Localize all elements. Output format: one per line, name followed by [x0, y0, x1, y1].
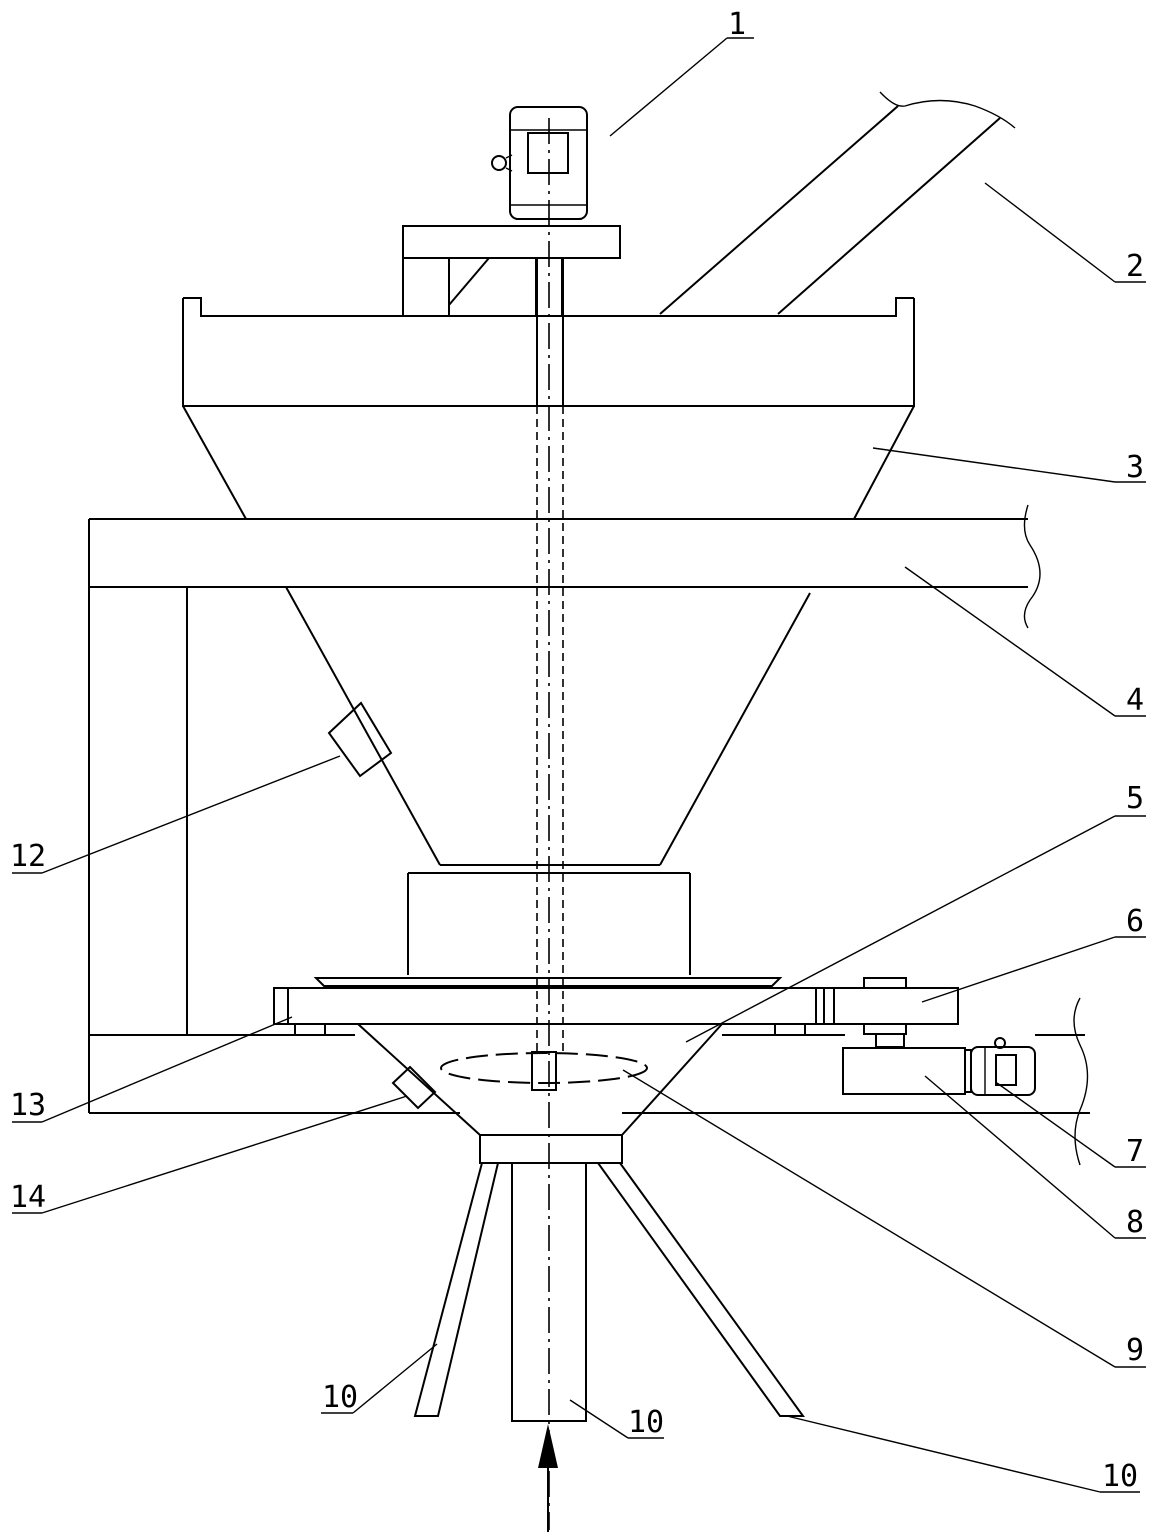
- label-1: 1: [728, 7, 746, 42]
- label-6: 6: [1126, 904, 1144, 939]
- label-12: 12: [10, 839, 46, 874]
- lower-hopper: [285, 586, 811, 975]
- label-7: 7: [1126, 1134, 1144, 1169]
- label-3: 3: [1126, 450, 1144, 485]
- label-2: 2: [1126, 249, 1144, 284]
- inlet-arrow: [538, 1424, 558, 1532]
- feed-chute: [659, 91, 1016, 315]
- label-10-right: 10: [1102, 1459, 1138, 1494]
- leader-lines: [12, 37, 1146, 1493]
- label-9: 9: [1126, 1333, 1144, 1368]
- label-14: 14: [10, 1180, 46, 1215]
- label-4: 4: [1126, 683, 1144, 718]
- motor-bracket: [402, 225, 621, 316]
- discharge-funnel: [357, 1023, 723, 1164]
- central-shaft: [536, 118, 564, 1530]
- label-5: 5: [1126, 781, 1144, 816]
- outlet-legs: [413, 1162, 805, 1422]
- drive-motor: [842, 1037, 1036, 1096]
- sensor-14: [391, 1065, 437, 1110]
- drive-pulley: [815, 977, 959, 1048]
- top-motor: [491, 106, 588, 220]
- label-13: 13: [10, 1088, 46, 1123]
- level-sensor-12: [327, 701, 393, 778]
- label-10-left: 10: [322, 1380, 358, 1415]
- support-frame: [88, 504, 1090, 1166]
- label-10-center: 10: [628, 1405, 664, 1440]
- label-8: 8: [1126, 1205, 1144, 1240]
